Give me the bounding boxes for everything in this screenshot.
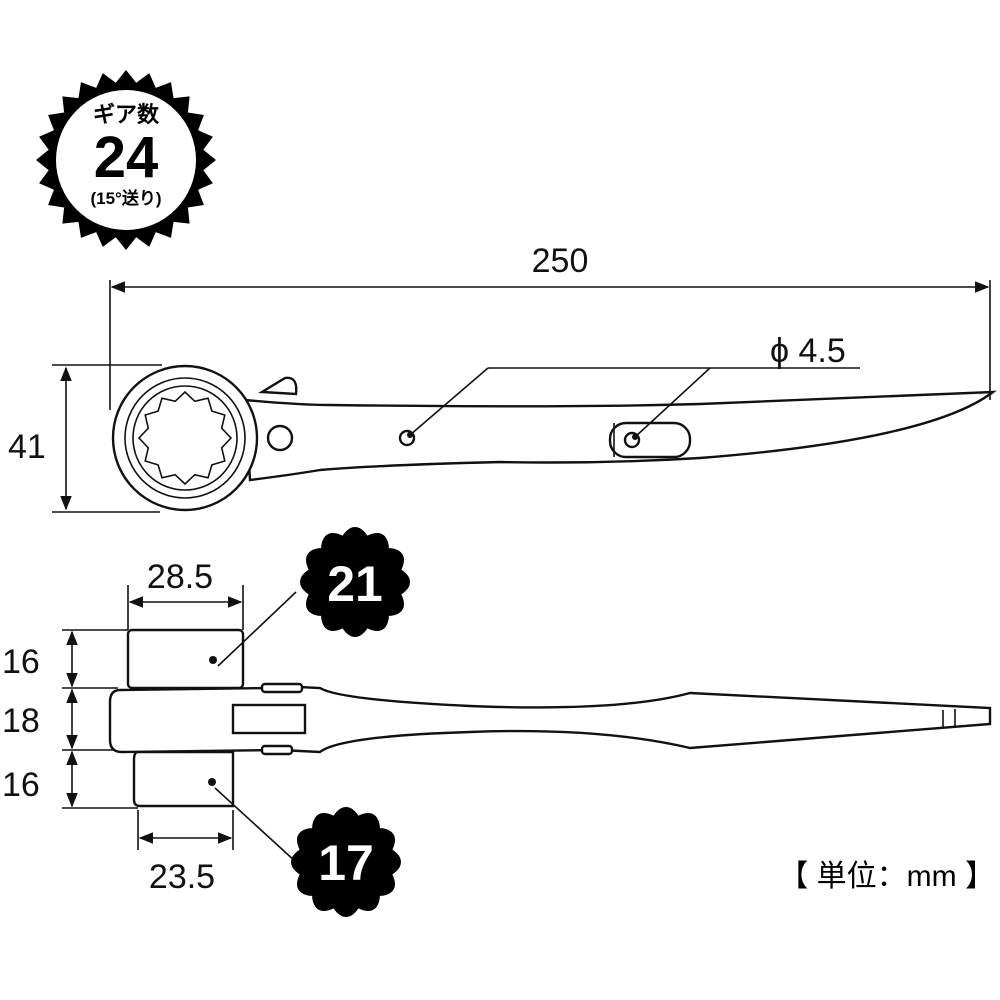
length-dimension: 250 xyxy=(109,242,991,410)
wrench-top-view xyxy=(111,364,997,512)
height-dimensions: 16 18 16 xyxy=(2,629,138,809)
gear-count-note: (15°送り) xyxy=(90,188,161,208)
hole-diameter-callout: ϕ 4.5 xyxy=(407,332,860,440)
large-socket-width-label: 28.5 xyxy=(147,558,213,596)
gear-badge-inner xyxy=(56,90,196,230)
ratchet-lug xyxy=(258,376,298,396)
small-socket-size: 17 xyxy=(318,835,374,891)
socket-ring xyxy=(132,385,238,491)
ratchet-head xyxy=(111,364,259,512)
badge-17-shape xyxy=(291,807,401,917)
small-socket-width-dimension: 23.5 xyxy=(137,810,234,896)
small-socket-width-label: 23.5 xyxy=(149,858,215,896)
side-handle xyxy=(108,684,992,754)
handle-sleeve xyxy=(608,421,692,459)
lower-socket xyxy=(132,750,235,808)
pivot-pin xyxy=(266,424,294,452)
unit-label: 【 単位：mm 】 xyxy=(778,860,995,893)
badge-21-shape xyxy=(300,527,410,637)
lower-socket-height-label: 16 xyxy=(2,766,40,804)
overall-length-label: 250 xyxy=(532,242,589,280)
side-lug-bottom xyxy=(260,744,294,756)
socket-badge-large: 21 xyxy=(217,527,410,667)
wrench-side-view xyxy=(108,628,992,808)
ratchet-ring xyxy=(124,377,246,499)
socket-badge-small: 17 xyxy=(214,787,401,917)
head-width-dimension: 41 xyxy=(8,364,162,513)
side-lug-top xyxy=(260,682,304,694)
gear-count-value: 24 xyxy=(94,125,159,190)
hole-diameter-label: ϕ 4.5 xyxy=(770,332,846,370)
upper-socket-height-label: 16 xyxy=(2,643,40,681)
twelve-point-socket xyxy=(137,390,233,486)
gear-count-badge: ギア数 24 (15°送り) xyxy=(36,70,216,250)
large-socket-size: 21 xyxy=(327,556,383,612)
head-width-label: 41 xyxy=(8,428,46,466)
large-socket-width-dimension: 28.5 xyxy=(127,558,244,630)
gear-count-heading: ギア数 xyxy=(93,102,160,127)
head-thickness-label: 18 xyxy=(2,702,40,740)
side-slot xyxy=(231,703,307,735)
